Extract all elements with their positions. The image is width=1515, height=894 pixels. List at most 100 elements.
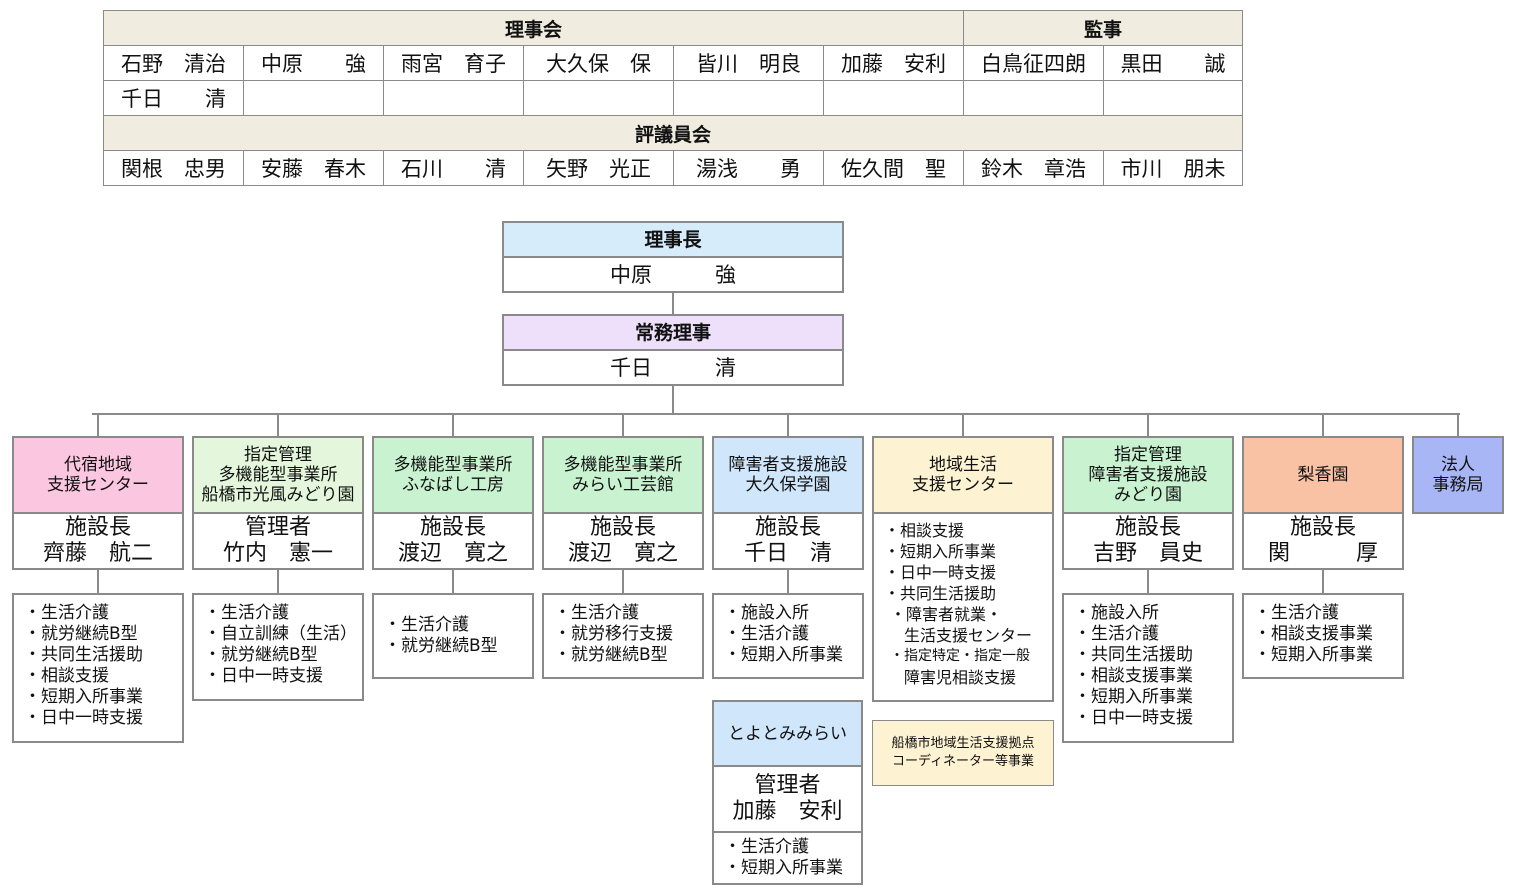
service-item: ・短期入所事業 [1254,645,1373,665]
service-item: ・相談支援 [24,666,109,686]
facility-manager: 施設長 関 厚 [1242,512,1404,570]
service-item: ・相談支援 [884,521,965,540]
facility-manager: 施設長 齊藤 航二 [12,512,184,570]
connector-line [277,570,279,594]
service-item: ・就労継続B型 [554,645,668,665]
service-item: ・短期入所事業 [24,687,143,707]
board-member: 中原 強 [243,45,384,81]
toyotomi-name: とよとみみらい [712,700,863,767]
board-member: 千日 清 [103,80,244,116]
service-item: ・共同生活援助 [24,645,143,665]
service-item: ・障害者就業・ [890,605,1003,624]
connector-line [622,414,624,437]
service-item: ・生活介護 [1074,624,1159,644]
connector-line [452,570,454,594]
facility-services: ・相談支援・短期入所事業・日中一時支援・共同生活援助・障害者就業・生活支援センタ… [872,512,1054,702]
empty-cell [963,80,1104,116]
council-title: 評議員会 [103,115,1243,151]
toyotomi-services: ・生活介護 ・短期入所事業 [712,831,863,885]
connector-line [1147,414,1149,437]
service-item: ・指定特定・指定一般 [890,648,1030,664]
service-item: 生活支援センター [904,626,1033,645]
facility-name: 多機能型事業所 ふなばし工房 [372,436,534,514]
facility-name: 指定管理 障害者支援施設 みどり園 [1062,436,1234,514]
service-item: ・日中一時支援 [884,563,997,582]
facility-manager: 施設長 千日 清 [712,512,864,570]
service-item: ・施設入所 [724,603,809,623]
facility-services: ・生活介護・就労移行支援・就労継続B型 [542,593,704,679]
connector-line [672,386,674,414]
facility-services: ・生活介護・就労継続B型 [372,593,534,679]
connector-line [1322,414,1324,437]
service-item: ・就労継続B型 [204,645,318,665]
service-item: ・相談支援事業 [1074,666,1193,686]
council-member: 安藤 春木 [243,150,384,186]
council-member: 関根 忠男 [103,150,244,186]
service-item: ・短期入所事業 [724,645,843,665]
board-title: 理事会 [103,10,964,46]
connector-line [97,414,99,437]
service-item: ・生活介護 [24,603,109,623]
toyotomi-manager: 管理者 加藤 安利 [712,765,863,833]
empty-cell [243,80,384,116]
facility-manager: 施設長 渡辺 寛之 [372,512,534,570]
facility-name: 多機能型事業所 みらい工芸館 [542,436,704,514]
facility-name: 指定管理 多機能型事業所 船橋市光風みどり園 [192,436,364,514]
board-member: 石野 清治 [103,45,244,81]
service-item: ・日中一時支援 [204,666,323,686]
auditor-member: 黒田 誠 [1103,45,1243,81]
facility-services: ・生活介護・相談支援事業・短期入所事業 [1242,593,1404,679]
connector-line [622,570,624,594]
board-member: 大久保 保 [523,45,674,81]
facility-name: 地域生活 支援センター [872,436,1054,514]
service-item: ・日中一時支援 [24,708,143,728]
facility-name: 法人 事務局 [1412,436,1504,514]
director-name: 千日 清 [502,349,844,386]
empty-cell [1103,80,1243,116]
facility-name: 代宿地域 支援センター [12,436,184,514]
service-item: ・就労継続B型 [24,624,138,644]
connector-line [962,414,964,437]
empty-cell [383,80,524,116]
council-member: 市川 朋未 [1103,150,1243,186]
service-item: ・就労移行支援 [554,624,673,644]
connector-line [787,570,789,594]
council-member: 矢野 光正 [523,150,674,186]
connector-line [787,414,789,437]
board-member: 加藤 安利 [823,45,964,81]
empty-cell [673,80,824,116]
service-item: ・相談支援事業 [1254,624,1373,644]
auditors-title: 監事 [963,10,1243,46]
connector-line [672,293,674,315]
service-item: ・就労継続B型 [384,636,498,656]
service-item: 障害児相談支援 [904,668,1017,687]
facility-services: ・施設入所・生活介護・共同生活援助・相談支援事業・短期入所事業・日中一時支援 [1062,593,1234,743]
service-item: ・短期入所事業 [1074,687,1193,707]
facility-manager: 管理者 竹内 憲一 [192,512,364,570]
council-member: 佐久間 聖 [823,150,964,186]
facility-services: ・生活介護・自立訓練（生活）・就労継続B型・日中一時支援 [192,593,364,701]
service-item: ・生活介護 [554,603,639,623]
service-item: ・生活介護 [724,837,809,857]
board-member: 皆川 明良 [673,45,824,81]
chairman-name: 中原 強 [502,256,844,293]
service-item: ・共同生活援助 [1074,645,1193,665]
connector-line [1457,414,1459,437]
connector-line [1147,570,1149,594]
service-item: ・生活介護 [384,615,469,635]
service-item: ・施設入所 [1074,603,1159,623]
service-item: ・自立訓練（生活） [204,624,357,644]
facility-manager: 施設長 渡辺 寛之 [542,512,704,570]
facility-manager: 施設長 吉野 員史 [1062,512,1234,570]
service-item: ・生活介護 [1254,603,1339,623]
board-member: 雨宮 育子 [383,45,524,81]
empty-cell [523,80,674,116]
service-item: ・生活介護 [724,624,809,644]
service-item: ・共同生活援助 [884,584,997,603]
coordinator-box: 船橋市地域生活支援拠点 コーディネーター等事業 [872,720,1054,786]
empty-cell [823,80,964,116]
council-member: 鈴木 章浩 [963,150,1104,186]
council-member: 湯浅 勇 [673,150,824,186]
connector-bus [92,413,1460,415]
service-item: ・日中一時支援 [1074,708,1193,728]
